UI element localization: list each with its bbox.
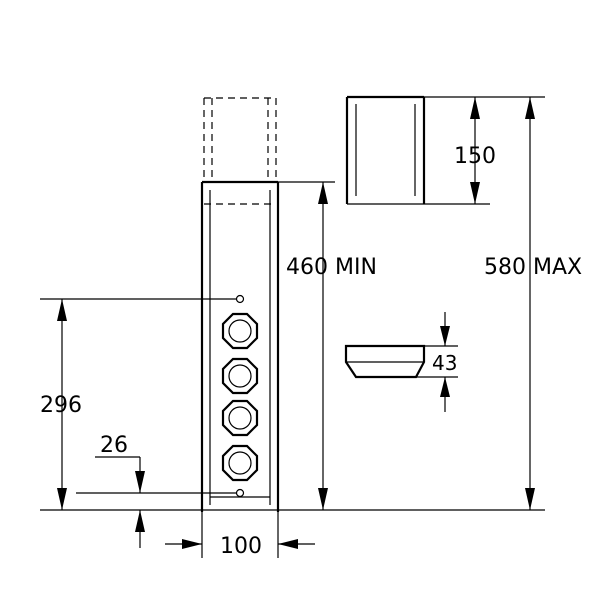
dimension-43 <box>416 312 458 412</box>
dimension-580-max <box>525 97 535 510</box>
dimension-26 <box>76 456 236 548</box>
cap-front-view <box>345 95 426 205</box>
socket-4 <box>221 444 259 482</box>
dimension-150 <box>424 96 545 205</box>
label-580-max: 580 MAX <box>484 255 582 280</box>
label-26: 26 <box>100 433 128 458</box>
dimension-100 <box>165 512 315 558</box>
base-cap-view <box>344 344 426 379</box>
dimension-296 <box>40 298 236 510</box>
socket-3 <box>221 399 259 437</box>
label-100: 100 <box>220 534 262 559</box>
top-screw-hole <box>235 294 245 304</box>
dimension-460-min <box>278 181 335 510</box>
column-extension-dashed <box>203 97 277 205</box>
socket-1 <box>221 312 259 350</box>
bottom-screw-hole <box>235 488 245 498</box>
socket-2 <box>221 357 259 395</box>
sockets <box>221 312 259 482</box>
label-460-min: 460 MIN <box>286 255 377 280</box>
label-43: 43 <box>432 351 457 375</box>
label-296: 296 <box>40 393 82 418</box>
label-150: 150 <box>454 144 496 169</box>
